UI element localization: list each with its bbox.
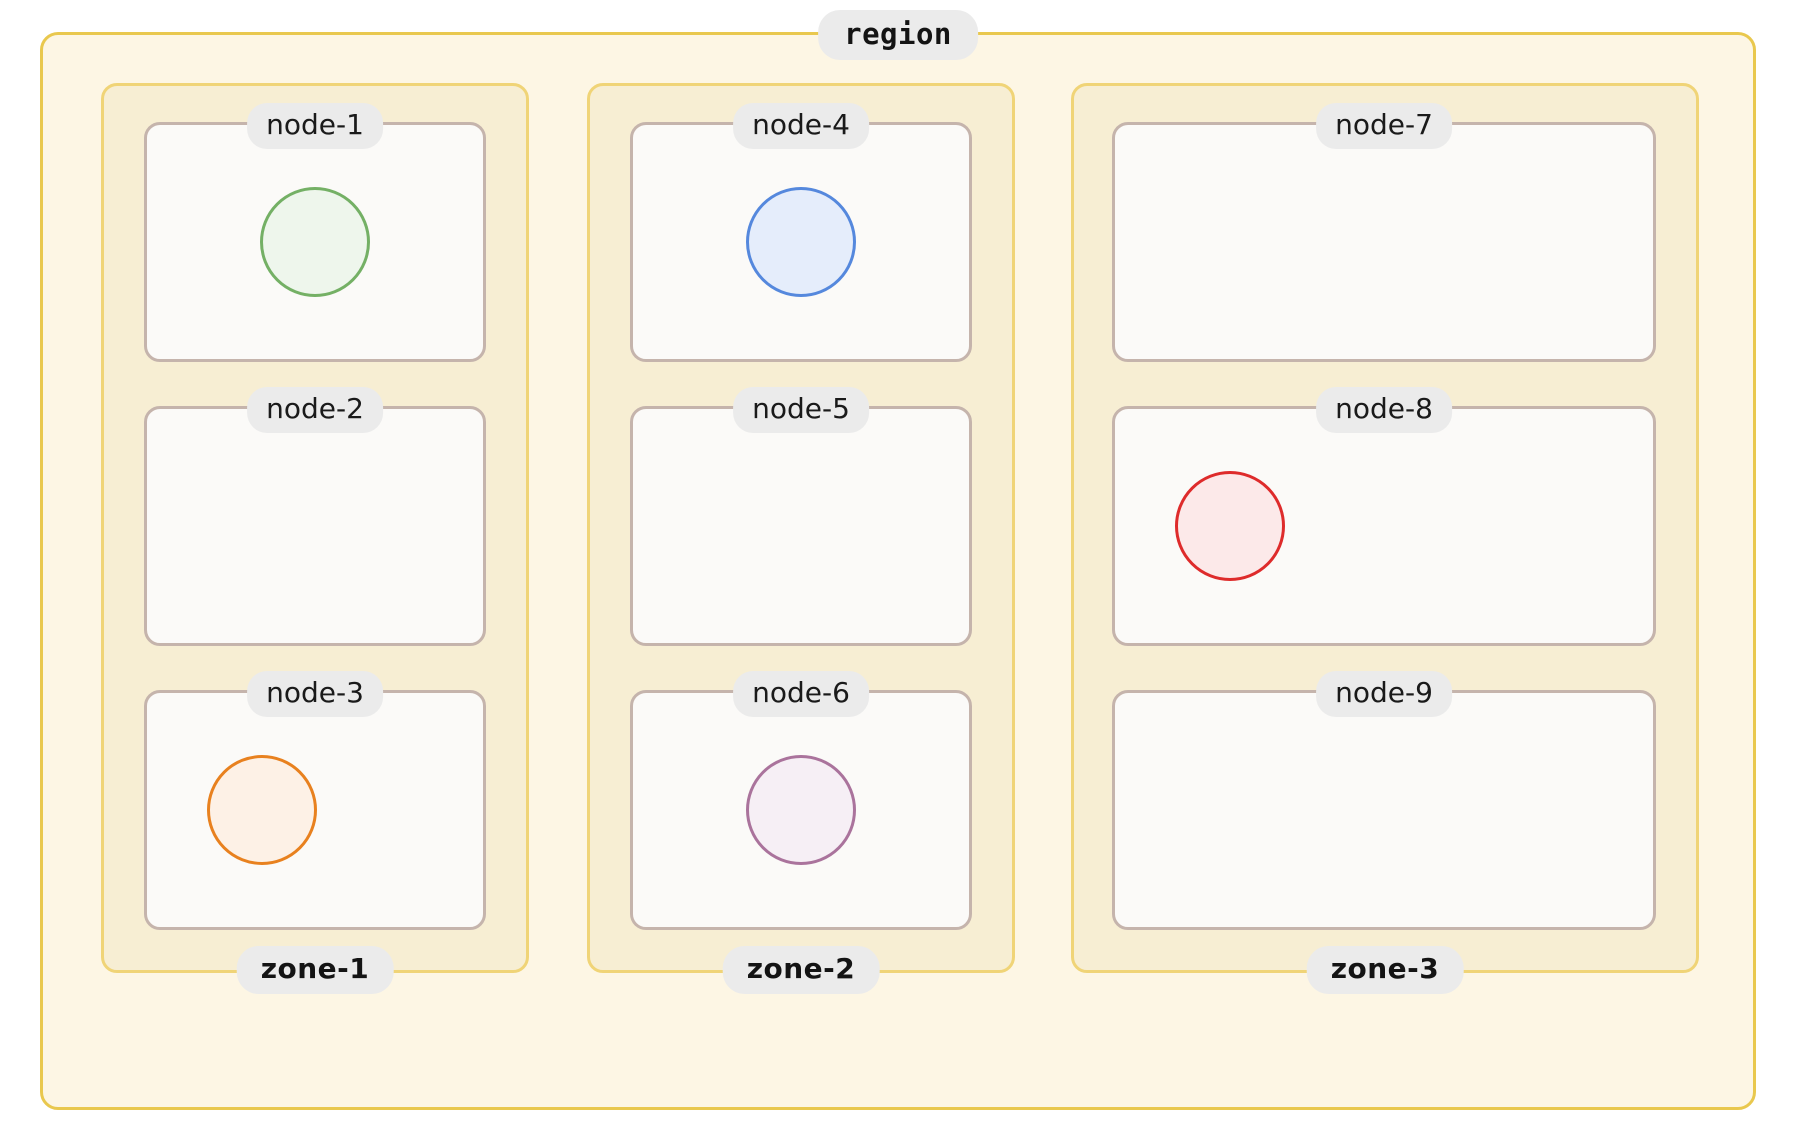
node-body-2 <box>147 409 483 643</box>
zone-node-list-2: node-4 node-5 node-6 <box>590 86 1012 970</box>
region-container: region node-1 node-2 <box>40 10 1756 1110</box>
node-container-6[interactable]: node-6 <box>630 671 972 930</box>
region-label: region <box>818 10 978 60</box>
node-container-4[interactable]: node-4 <box>630 103 972 362</box>
status-dot-red <box>1175 471 1285 581</box>
node-container-2[interactable]: node-2 <box>144 387 486 646</box>
node-body-3 <box>147 693 483 927</box>
node-container-7[interactable]: node-7 <box>1112 103 1656 362</box>
zone-container-3: node-7 node-8 node-9 <box>1071 83 1699 994</box>
zone-label-2: zone-2 <box>722 946 880 994</box>
node-label-7: node-7 <box>1316 103 1452 149</box>
status-dot-orange <box>207 755 317 865</box>
zone-node-list-3: node-7 node-8 node-9 <box>1074 86 1696 970</box>
zone-container-1: node-1 node-2 node-3 <box>101 83 529 994</box>
node-label-8: node-8 <box>1316 387 1452 433</box>
status-dot-purple <box>746 755 856 865</box>
node-container-5[interactable]: node-5 <box>630 387 972 646</box>
node-body-9 <box>1115 693 1653 927</box>
zone-label-1: zone-1 <box>236 946 394 994</box>
node-container-9[interactable]: node-9 <box>1112 671 1656 930</box>
zone-container-2: node-4 node-5 node-6 <box>587 83 1015 994</box>
node-label-9: node-9 <box>1316 671 1452 717</box>
zone-label-3: zone-3 <box>1306 946 1464 994</box>
node-body-6 <box>633 693 969 927</box>
status-dot-green <box>260 187 370 297</box>
node-body-8 <box>1115 409 1653 643</box>
zone-row: node-1 node-2 node-3 <box>43 35 1753 1107</box>
node-container-8[interactable]: node-8 <box>1112 387 1656 646</box>
node-body-1 <box>147 125 483 359</box>
node-label-5: node-5 <box>733 387 869 433</box>
node-label-4: node-4 <box>733 103 869 149</box>
node-container-1[interactable]: node-1 <box>144 103 486 362</box>
node-label-2: node-2 <box>247 387 383 433</box>
node-label-6: node-6 <box>733 671 869 717</box>
node-body-5 <box>633 409 969 643</box>
node-label-1: node-1 <box>247 103 383 149</box>
node-body-4 <box>633 125 969 359</box>
zone-node-list-1: node-1 node-2 node-3 <box>104 86 526 970</box>
node-container-3[interactable]: node-3 <box>144 671 486 930</box>
node-body-7 <box>1115 125 1653 359</box>
node-label-3: node-3 <box>247 671 383 717</box>
status-dot-blue <box>746 187 856 297</box>
